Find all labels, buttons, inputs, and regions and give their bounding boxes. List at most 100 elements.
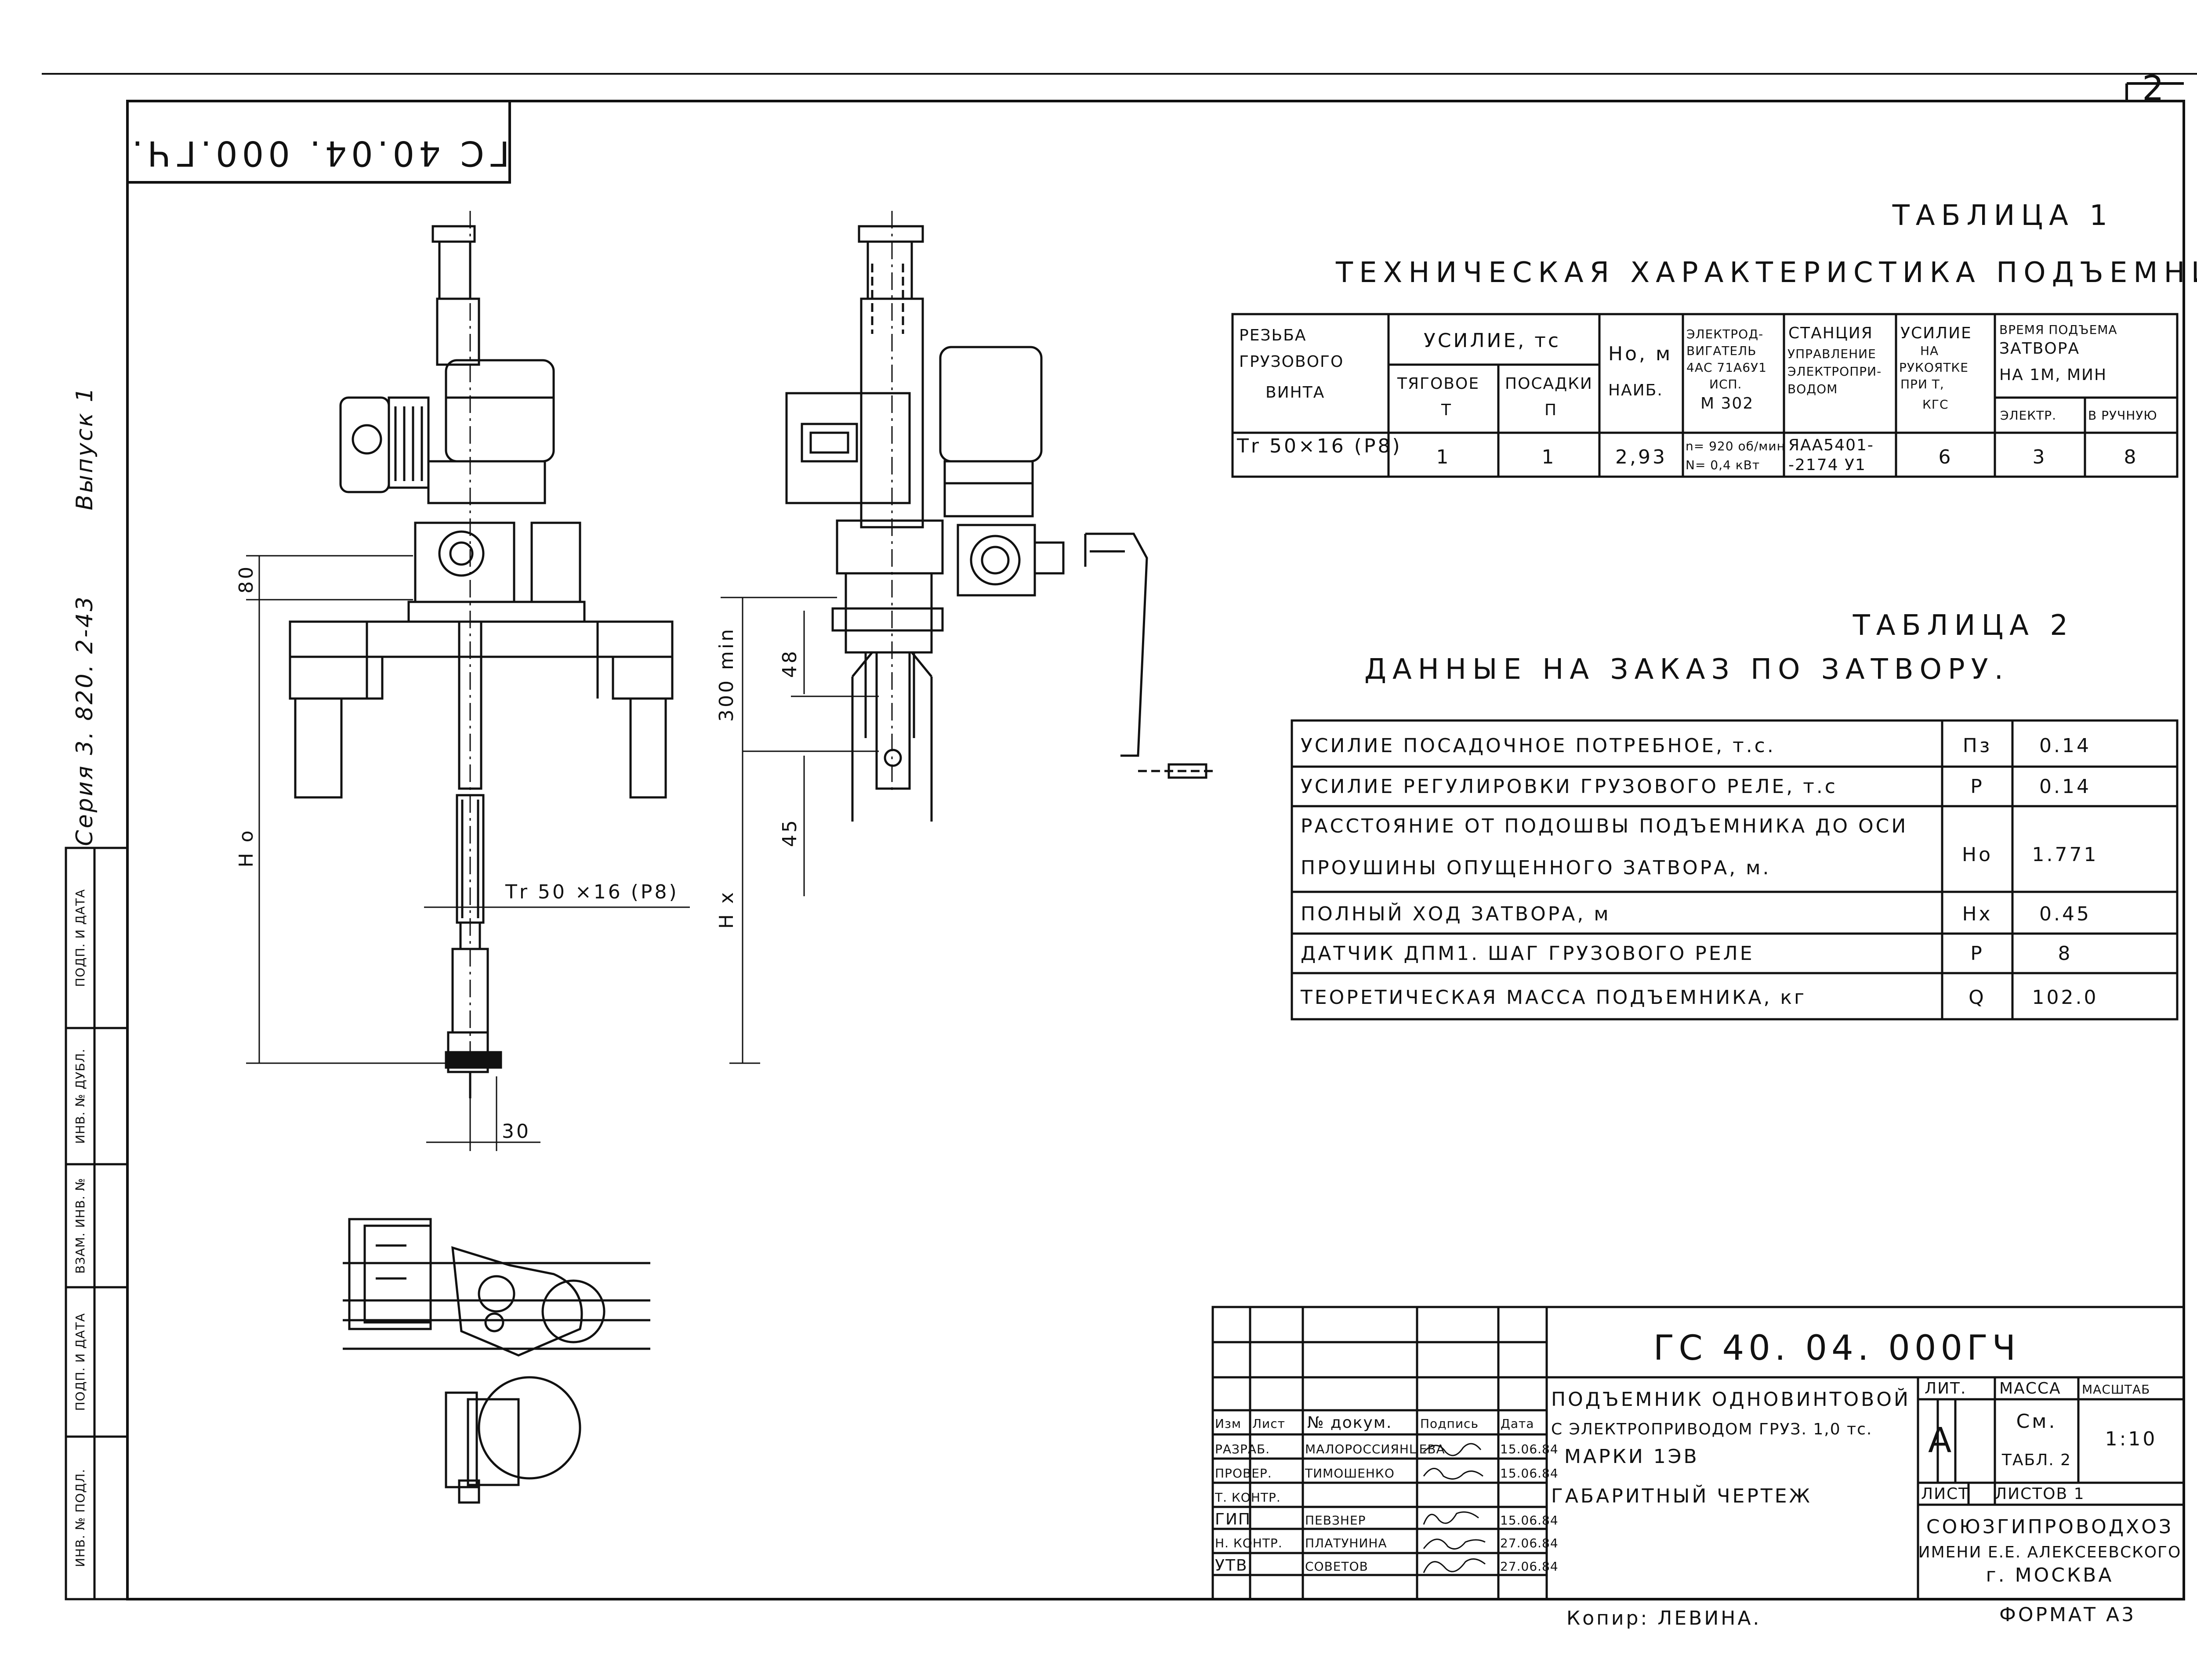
plan-view-lift <box>343 1218 650 1504</box>
svg-text:ИСП.: ИСП. <box>1709 377 1742 391</box>
title-block-grid <box>1211 1306 2185 1600</box>
table2-row-val: 0.14 <box>2039 775 2091 798</box>
table2-row-name: ДАТЧИК ДПМ1. ШАГ ГРУЗОВОГО РЕЛЕ <box>1301 942 1755 965</box>
table2-row-name: УСИЛИЕ РЕГУЛИРОВКИ ГРУЗОВОГО РЕЛЕ, т.с <box>1301 775 1838 798</box>
table2-row-sym: Q <box>1969 986 1986 1009</box>
svg-text:Дата: Дата <box>1501 1416 1534 1431</box>
signature-mark <box>1423 1511 1479 1525</box>
table2-row-name: УСИЛИЕ ПОСАДОЧНОЕ ПОТРЕБНОЕ, т.с. <box>1301 735 1776 757</box>
signature-mark <box>1423 1443 1482 1456</box>
table2-row-val: 0.45 <box>2039 903 2091 925</box>
title-code: ГС 40. 04. 000ГЧ <box>1653 1329 2020 1368</box>
table1-header: РЕЗЬБА ГРУЗОВОГО ВИНТА УСИЛИЕ, тс ТЯГОВО… <box>1239 322 2157 423</box>
table2-row-sym: Р <box>1970 775 1984 798</box>
svg-text:Т. КОНТР.: Т. КОНТР. <box>1215 1490 1281 1505</box>
copier-label: Копир: ЛЕВИНА. <box>1566 1607 1761 1629</box>
svg-text:8: 8 <box>2124 446 2139 468</box>
table1-title: ТЕХНИЧЕСКАЯ ХАРАКТЕРИСТИКА ПОДЪЕМНИКА. <box>1335 257 2197 289</box>
side-col-podp-data-1: ПОДП. И ДАТА <box>73 1313 87 1411</box>
svg-text:27.06.84: 27.06.84 <box>1500 1536 1559 1550</box>
center-axes <box>469 211 893 1151</box>
svg-text:РАЗРАБ.: РАЗРАБ. <box>1215 1442 1270 1456</box>
dim-48: 48 <box>779 649 801 678</box>
svg-text:Тr 50×16 (Р8): Тr 50×16 (Р8) <box>1236 435 1402 457</box>
dim-30: 30 <box>502 1120 531 1143</box>
dim-300min: 300 min <box>715 627 738 722</box>
svg-text:ТИМОШЕНКО: ТИМОШЕНКО <box>1305 1466 1395 1481</box>
svg-text:Н. КОНТР.: Н. КОНТР. <box>1215 1536 1283 1550</box>
table2-row-val: 8 <box>2058 942 2073 965</box>
svg-text:Лист: Лист <box>1252 1416 1285 1431</box>
svg-text:Т: Т <box>1441 401 1452 419</box>
side-col-inv-podl: ИНВ. № ПОДЛ. <box>73 1469 87 1567</box>
svg-text:ПОСАДКИ: ПОСАДКИ <box>1505 375 1593 393</box>
svg-text:РЕЗЬБА: РЕЗЬБА <box>1239 326 1307 344</box>
svg-text:М 302: М 302 <box>1700 395 1754 413</box>
table2-row-name: РАССТОЯНИЕ ОТ ПОДОШВЫ ПОДЪЕМНИКА ДО ОСИ <box>1301 815 1908 837</box>
table1-grid <box>1231 313 2179 478</box>
table2-row-name: ПОЛНЫЙ ХОД ЗАТВОРА, м <box>1301 902 1611 925</box>
mirrored-code-box: ГС 40.04. 000.ГЧ. <box>126 100 511 184</box>
svg-text:См.: См. <box>2016 1410 2057 1433</box>
front-view-dimensions <box>246 555 690 1151</box>
svg-text:ЭЛЕКТРОД-: ЭЛЕКТРОД- <box>1686 327 1763 341</box>
svg-text:СОВЕТОВ: СОВЕТОВ <box>1305 1559 1368 1574</box>
svg-text:ГРУЗОВОГО: ГРУЗОВОГО <box>1239 353 1344 371</box>
title-name3: МАРКИ 1ЭВ <box>1564 1445 1699 1468</box>
table2-row-sym: Р <box>1970 942 1984 965</box>
svg-text:Но, м: Но, м <box>1608 343 1672 365</box>
table2-row-val: 1.771 <box>2032 844 2099 866</box>
svg-text:ВИГАТЕЛЬ: ВИГАТЕЛЬ <box>1686 344 1756 358</box>
svg-text:-2174 У1: -2174 У1 <box>1788 456 1866 474</box>
dim-45: 45 <box>779 818 801 847</box>
svg-text:ВИНТА: ВИНТА <box>1265 384 1325 402</box>
side-view-dimensions <box>721 597 879 1064</box>
title-name1: ПОДЪЕМНИК ОДНОВИНТОВОЙ <box>1551 1387 1911 1411</box>
svg-text:УСИЛИЕ, тс: УСИЛИЕ, тс <box>1424 329 1561 352</box>
svg-text:НА 1М, МИН: НА 1М, МИН <box>1999 366 2107 384</box>
svg-text:Подпись: Подпись <box>1420 1416 1479 1431</box>
svg-text:ПРОВЕР.: ПРОВЕР. <box>1215 1466 1272 1481</box>
svg-text:15.06.84: 15.06.84 <box>1500 1513 1559 1528</box>
svg-text:А: А <box>1928 1421 1956 1460</box>
svg-text:ЯАА5401-: ЯАА5401- <box>1788 436 1874 454</box>
svg-text:ЛИСТОВ 1: ЛИСТОВ 1 <box>1995 1485 2085 1503</box>
title-name2: С ЭЛЕКТРОПРИВОДОМ ГРУЗ. 1,0 тс. <box>1551 1420 1872 1438</box>
svg-text:В РУЧНУЮ: В РУЧНУЮ <box>2088 408 2157 423</box>
title-info-cells: ЛИТ. А МАССА См. ТАБЛ. 2 МАСШТАБ 1:10 ЛИ… <box>1918 1379 2181 1586</box>
svg-text:ПРИ Т,: ПРИ Т, <box>1900 377 1944 391</box>
dim-hx: Н х <box>715 890 738 929</box>
svg-text:ТАБЛ. 2: ТАБЛ. 2 <box>2001 1451 2071 1469</box>
table2-row-val: 102.0 <box>2032 986 2099 1009</box>
svg-text:1:10: 1:10 <box>2105 1428 2157 1450</box>
svg-text:ПЕВЗНЕР: ПЕВЗНЕР <box>1305 1513 1366 1528</box>
table2-row-name: ТЕОРЕТИЧЕСКАЯ МАССА ПОДЪЕМНИКА, кг <box>1300 986 1806 1009</box>
dim-ho: Н о <box>235 829 257 868</box>
table2-title: ДАННЫЕ НА ЗАКАЗ ПО ЗАТВОРУ. <box>1364 653 2009 686</box>
svg-text:ЛИТ.: ЛИТ. <box>1925 1379 1966 1398</box>
svg-text:УПРАВЛЕНИЕ: УПРАВЛЕНИЕ <box>1787 347 1876 361</box>
svg-text:НАИБ.: НАИБ. <box>1608 381 1663 399</box>
svg-text:1: 1 <box>1542 446 1556 468</box>
svg-text:ЭЛЕКТРОПРИ-: ЭЛЕКТРОПРИ- <box>1787 364 1882 379</box>
svg-text:ТЯГОВОЕ: ТЯГОВОЕ <box>1397 375 1479 393</box>
svg-text:6: 6 <box>1939 446 1953 468</box>
dim-80: 80 <box>235 565 257 594</box>
svg-text:УСИЛИЕ: УСИЛИЕ <box>1900 324 1972 342</box>
svg-text:15.06.84: 15.06.84 <box>1500 1466 1559 1481</box>
svg-text:МАСШТАБ: МАСШТАБ <box>2082 1382 2150 1397</box>
table2-row-sym: Но <box>1962 844 1993 866</box>
svg-text:№ докум.: № докум. <box>1307 1414 1392 1432</box>
side-col-vzam-inv: ВЗАМ. ИНВ. № <box>73 1178 87 1274</box>
svg-text:УТВ.: УТВ. <box>1215 1557 1254 1575</box>
svg-text:П: П <box>1544 401 1557 419</box>
sheet-number: 2 <box>2142 69 2168 109</box>
svg-text:15.06.84: 15.06.84 <box>1500 1442 1559 1456</box>
svg-text:ЗАТВОРА: ЗАТВОРА <box>1999 340 2080 358</box>
table2-rows: УСИЛИЕ ПОСАДОЧНОЕ ПОТРЕБНОЕ, т.с. Пз 0.1… <box>1300 735 2099 1009</box>
title-signature-header: Изм Лист № докум. Подпись Дата <box>1215 1414 1534 1432</box>
svg-text:n= 920 об/мин: n= 920 об/мин <box>1686 439 1785 453</box>
table2-grid <box>1291 719 2179 1021</box>
svg-text:МАССА: МАССА <box>1999 1379 2061 1398</box>
side-col-podp-data-2: ПОДП. И ДАТА <box>73 889 87 987</box>
